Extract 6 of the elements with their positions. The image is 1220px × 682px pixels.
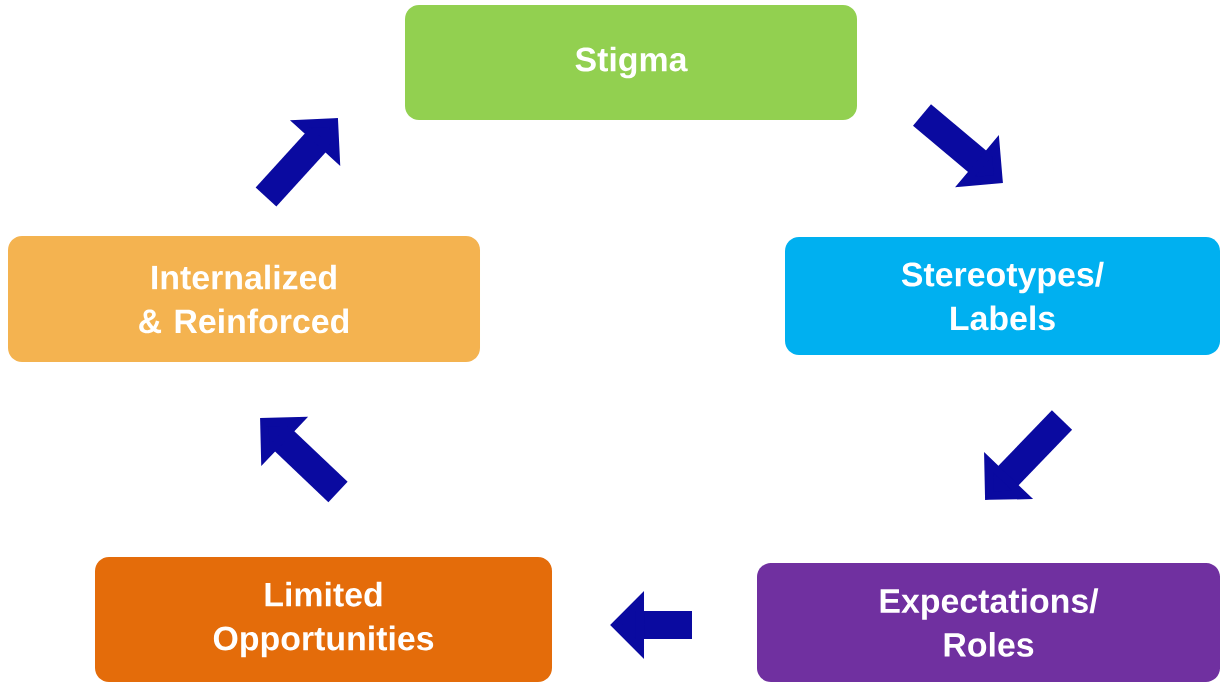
process-box: Expectations/ Roles (757, 563, 1220, 682)
block-arrow (984, 410, 1073, 500)
process-box: Stereotypes/ Labels (785, 237, 1220, 355)
process-box: Limited Opportunities (95, 557, 552, 682)
process-box: Internalized & Reinforced (8, 236, 480, 362)
process-box: Stigma (405, 5, 857, 120)
